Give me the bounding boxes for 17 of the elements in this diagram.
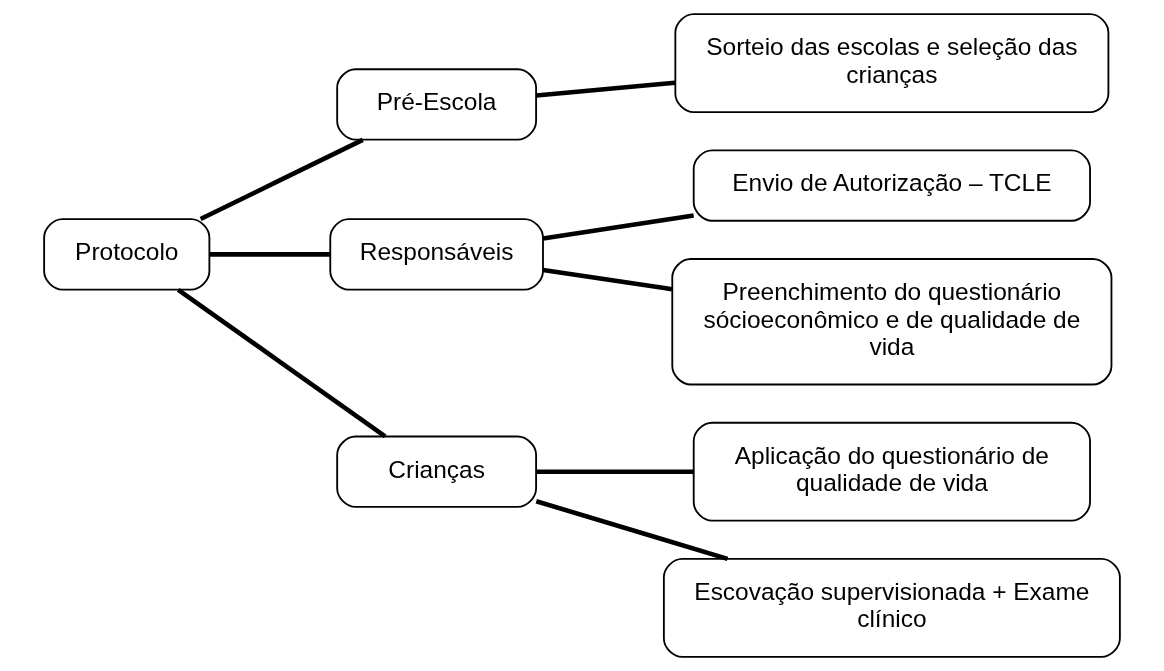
connector	[199, 137, 364, 222]
connector	[536, 80, 676, 98]
node-box: Crianças	[336, 435, 537, 508]
connector	[536, 469, 694, 474]
node-box: Sorteio das escolas e seleção das crianças	[674, 13, 1110, 113]
connector	[535, 499, 729, 562]
node-box: Aplicação do questionário de qualidade de vida	[692, 421, 1091, 522]
node-box: Envio de Autorização – TCLE	[692, 149, 1091, 222]
node-box: Responsáveis	[329, 218, 544, 291]
connector	[176, 287, 387, 439]
node-box: Protocolo	[43, 218, 211, 291]
connector	[542, 267, 673, 292]
node-box: Escovação supervisionada + Exame clínico	[662, 558, 1121, 658]
node-box: Pré-Escola	[336, 68, 537, 141]
connector	[542, 213, 694, 241]
connector	[209, 252, 331, 257]
node-box: Preenchimento do questionário sócioeconômico e de qualidade de vida	[671, 258, 1113, 386]
